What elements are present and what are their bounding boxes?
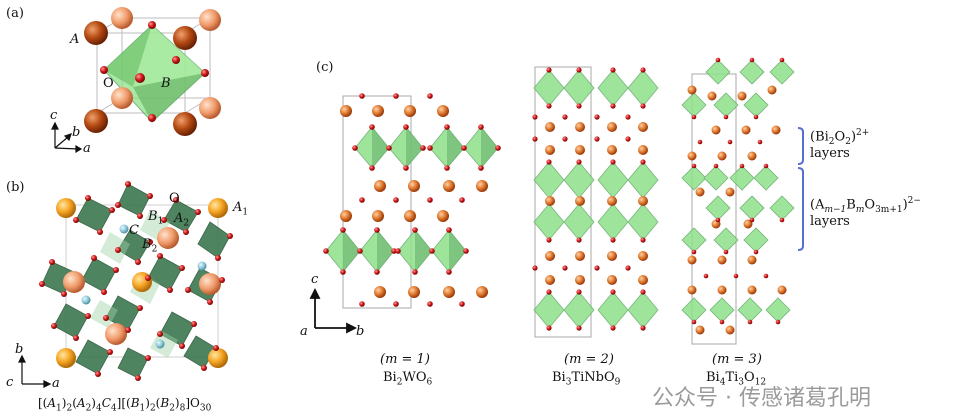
panel-c-label: (c) [316,60,334,75]
panel-c-axis-b: b [356,324,365,339]
structure-m1-m: (m = 1) [380,352,430,367]
structure-m2 [532,67,659,331]
layer-top-formula: (Bi2O2)2+ [810,128,870,147]
watermark-text: 公众号 · 传感诸葛孔明 [652,386,871,411]
panel-a-axis-c: c [50,108,58,123]
panel-a-axis-b: b [72,125,81,140]
label-a2: A2 [174,211,190,229]
label-b2: B2 [142,237,158,255]
label-site-a: A [70,32,80,47]
structure-m1-name: Bi2WO6 [383,370,433,388]
panel-b-axis-b: b [15,342,24,357]
structure-m3-m: (m = 3) [712,352,762,367]
perovskite-unit-cell [84,7,221,136]
layer-bottom-word: layers [810,214,850,229]
panel-b-axis-a: a [52,376,60,391]
label-site-o: O [103,76,114,91]
layer-bottom-formula: (Am−1BmO3m+1)2− [810,196,921,215]
panel-a-axes [51,121,83,154]
panel-a-label: (a) [6,6,24,21]
panel-b-axes [18,354,52,388]
structure-m2-name: Bi3TiNbO9 [552,370,621,388]
panel-c-axis-a: a [300,324,308,339]
panel-b-formula: [(A1)2(A2)4C4][(B1)2(B2)8]O30 [38,396,212,414]
panel-a-axis-a: a [83,141,91,156]
layer-top-word: layers [810,146,850,161]
label-b1: B1 [148,209,164,227]
structure-m1 [323,93,501,307]
label-o-b: O [169,191,180,206]
panel-c-axes [309,287,358,334]
label-c-site: C [129,223,139,238]
structure-m2-m: (m = 2) [564,352,614,367]
panel-b-structure [39,181,233,381]
label-site-b: B [161,76,171,91]
layer-brackets [797,127,804,251]
structure-m3-name: Bi4Ti3O12 [706,370,767,388]
panel-c-axis-c: c [311,272,319,287]
panel-b-axis-c: c [6,375,14,390]
panel-b-label: (b) [6,180,25,195]
structure-m3 [681,57,795,335]
label-a1: A1 [233,200,249,218]
